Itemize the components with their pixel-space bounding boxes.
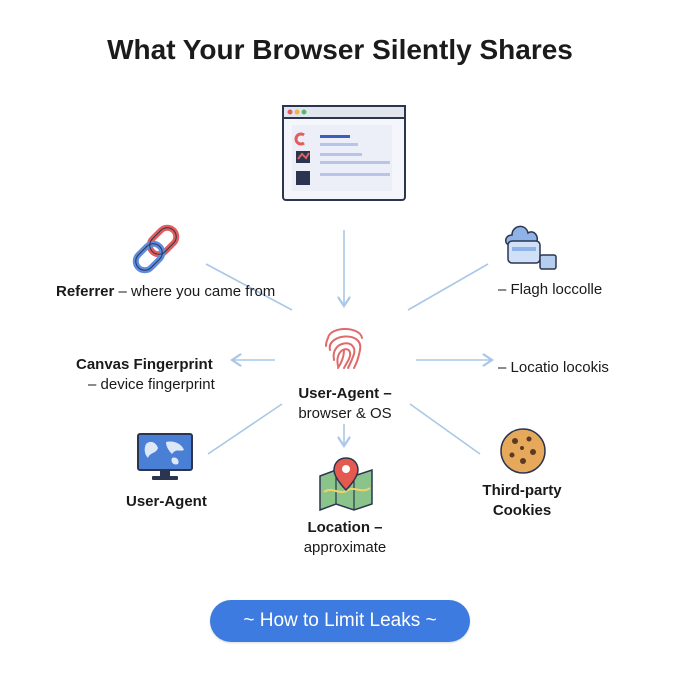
useragent-center-desc: browser & OS — [298, 405, 392, 422]
limit-leaks-button[interactable]: ~ How to Limit Leaks ~ — [210, 600, 470, 642]
canvas-name: Canvas Fingerprint — [76, 356, 213, 373]
cookies-name-line1: Third-party — [482, 482, 562, 499]
connector-useragent — [207, 403, 283, 455]
referrer-desc: – where you came from — [118, 283, 276, 300]
connector-flash — [407, 263, 489, 311]
cloud-storage-icon — [505, 225, 557, 270]
location-desc: approximate — [303, 539, 387, 556]
useragent-center-name: User-Agent – — [298, 385, 392, 402]
cookies-label: Third-party Cookies — [462, 481, 582, 521]
chain-link-icon — [132, 224, 180, 274]
useragent-left-name: User-Agent — [126, 493, 207, 510]
browser-window-icon — [282, 105, 406, 201]
canvas-desc: – device fingerprint — [88, 376, 215, 393]
cookies-name-line2: Cookies — [492, 502, 552, 519]
location-label: Location – approximate — [280, 518, 410, 558]
referrer-name: Referrer — [56, 283, 115, 300]
monitor-globe-icon — [137, 433, 193, 480]
page-title: What Your Browser Silently Shares — [107, 34, 573, 65]
location-name: Location – — [307, 519, 383, 536]
cookie-icon — [500, 428, 546, 474]
useragent-left-label: User-Agent — [126, 492, 207, 512]
referrer-label: Referrer – where you came from — [56, 282, 275, 302]
connector-referrer — [205, 263, 293, 311]
connector-cookies — [409, 403, 481, 455]
useragent-center-label: User-Agent – browser & OS — [275, 384, 415, 424]
canvas-label: Canvas Fingerprint – device fingerprint — [76, 355, 215, 395]
fingerprint-icon — [325, 328, 363, 369]
map-pin-icon — [319, 457, 373, 512]
flash-label: – Flagh loccolle — [498, 281, 603, 298]
local-label: – Locatio locokis — [498, 359, 609, 376]
